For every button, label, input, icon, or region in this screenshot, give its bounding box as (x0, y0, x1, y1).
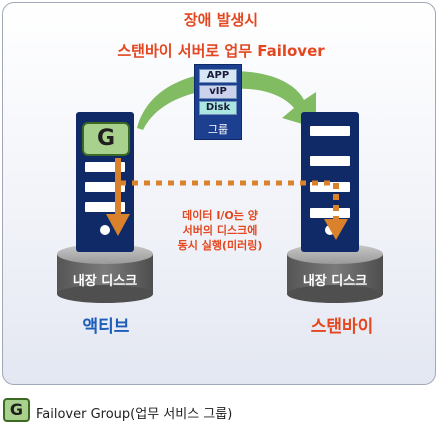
server-led (100, 225, 110, 235)
active-io-arrowhead (106, 214, 130, 236)
server-slot (85, 202, 125, 212)
group-label: 그룹 (207, 123, 229, 136)
standby-disk-label: 내장 디스크 (302, 274, 368, 289)
server-slot (310, 208, 350, 218)
server-slot (310, 126, 350, 136)
active-role-label: 액티브 (82, 317, 130, 337)
legend-group-badge: G (3, 398, 30, 422)
diagram-title: 장애 발생시 (183, 11, 259, 29)
active-group-badge: G (82, 122, 130, 156)
server-slot (310, 182, 350, 192)
standby-io-arrowhead (324, 219, 348, 240)
server-slot (85, 182, 125, 192)
group-item-disk: Disk (199, 101, 237, 115)
server-slot (85, 162, 125, 172)
legend-text: Failover Group(업무 서비스 그룹) (36, 407, 233, 422)
active-disk-label: 내장 디스크 (72, 274, 138, 289)
group-item-vip: vIP (199, 85, 237, 99)
failover-group-box: APP vIP Disk 그룹 (194, 64, 242, 140)
replication-note-line: 서버의 디스크에 (182, 224, 258, 237)
replication-note-line: 데이터 I/O는 양 (182, 209, 258, 222)
replication-note-line: 동시 실행(미러링) (177, 239, 263, 252)
group-item-app: APP (199, 69, 237, 83)
failover-arrow (137, 71, 316, 130)
diagram-subtitle: 스탠바이 서버로 업무 Failover (117, 42, 325, 60)
server-led (325, 225, 335, 235)
replication-note: 데이터 I/O는 양 서버의 디스크에 동시 실행(미러링) (145, 208, 295, 253)
standby-role-label: 스탠바이 (310, 317, 374, 337)
server-slot (310, 156, 350, 166)
